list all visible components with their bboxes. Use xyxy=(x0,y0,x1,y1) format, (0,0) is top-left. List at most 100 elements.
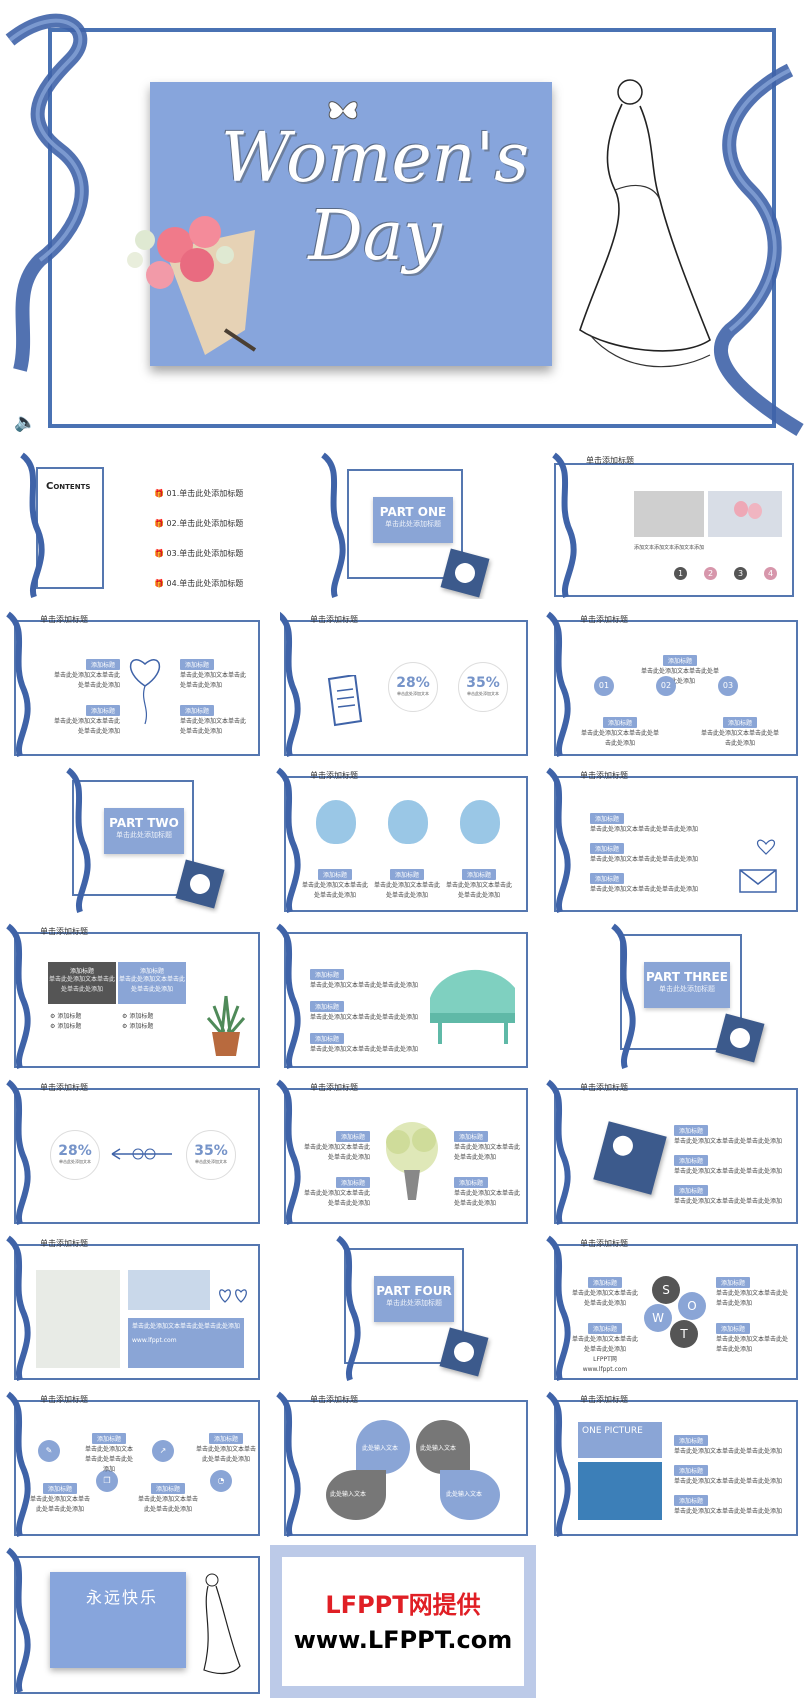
slide-icon-circles[interactable]: 单击添加标题 ✎ ❐ ↗ ◔ 添加标题单击此处添加文本单击此处单击此处添加 添加… xyxy=(0,1390,262,1538)
slide-title: 单击添加标题 xyxy=(310,771,358,780)
timeline-dot-1: 1 xyxy=(674,567,687,580)
swot-s: S xyxy=(652,1276,680,1304)
footer-line2[interactable]: www.LFPPT.com xyxy=(293,1626,513,1654)
text-block-right-1: 添加标题单击此处添加文本单击此处单击此处添加 xyxy=(454,1124,524,1163)
section-title-box: PART TWO 单击此处添加标题 xyxy=(104,808,184,854)
cover-title-line2: Day xyxy=(308,197,442,276)
slide-piano[interactable]: 添加标题单击此处添加文本单击此处单击此处添加 添加标题单击此处添加文本单击此处单… xyxy=(270,922,530,1070)
slide-part-four[interactable]: PART FOUR 单击此处添加标题 xyxy=(320,1234,500,1382)
text-block-left-2: 添加标题单击此处添加文本单击此处单击此处添加 xyxy=(300,1170,370,1209)
photo-lifeguard-tower xyxy=(36,1270,120,1368)
contents-item-3[interactable]: 🎁 03.单击此处添加标题 xyxy=(154,549,244,558)
section-subtitle: 单击此处添加标题 xyxy=(116,831,172,839)
footer-line1: LFPPT网提供 xyxy=(325,1591,481,1619)
slide-table-plant[interactable]: 单击添加标题 添加标题单击此处添加文本单击此处单击此处添加 添加标题单击此处添加… xyxy=(0,922,262,1070)
ribbon-decoration xyxy=(280,611,301,758)
slide-gift-text[interactable]: 单击添加标题 添加标题单击此处添加文本单击此处单击此处添加 添加标题单击此处添加… xyxy=(540,1078,800,1226)
list-item: ⚙ 添加标题 xyxy=(122,1013,154,1020)
arrow-hearts-icon xyxy=(111,1148,172,1160)
slide-part-one[interactable]: PART ONE 单击此处添加标题 xyxy=(285,451,525,599)
text-block-2: 添加标题单击此处添加文本单击此处单击此处添加 xyxy=(674,1148,782,1177)
gift-icon: 🎁 xyxy=(154,489,167,498)
tool-icon: ⚙ xyxy=(122,1023,128,1030)
contents-item-1[interactable]: 🎁 01.单击此处添加标题 xyxy=(154,489,244,498)
slide-balloon-text[interactable]: 单击添加标题 添加标题单击此处添加文本单击此处单击此处添加 添加标题单击此处添加… xyxy=(0,610,262,758)
gift-icon: 🎁 xyxy=(154,519,167,528)
section-title: PART FOUR xyxy=(376,1284,452,1298)
slide-title: 单击添加标题 xyxy=(310,1395,358,1404)
slide-hot-air-balloons[interactable]: 单击添加标题 添加标题单击此处添加文本单击此处单击此处添加 添加标题单击此处添加… xyxy=(270,766,530,914)
ribbon-decoration xyxy=(551,452,577,599)
slide-timeline-photos[interactable]: 单击添加标题 添加文本添加文本添加文本添加 1 2 3 4 xyxy=(546,451,796,599)
slide-title: 单击添加标题 xyxy=(580,1083,628,1092)
hot-air-balloon-image xyxy=(388,800,428,844)
text-block-2: 添加标题单击此处添加文本单击此处单击此处添加 xyxy=(372,862,442,901)
swot-w: W xyxy=(644,1304,672,1332)
potted-plant-image xyxy=(206,995,246,1056)
contents-heading: Contents xyxy=(46,481,91,492)
photo-balloons xyxy=(708,491,782,537)
gift-box-image xyxy=(715,1013,765,1063)
table-cell-blue: 添加标题单击此处添加文本单击此处单击此处添加 xyxy=(118,962,186,1004)
slide-one-picture[interactable]: 单击添加标题 ONE PICTURE 添加标题单击此处添加文本单击此处单击此处添… xyxy=(540,1390,800,1538)
envelope-heart-icon xyxy=(739,839,777,893)
share-icon: ↗ xyxy=(152,1440,174,1462)
slide-four-petals[interactable]: 单击添加标题 此处输入文本 此处输入文本 此处输入文本 此处输入文本 2 3 1… xyxy=(270,1390,530,1538)
speaker-icon[interactable]: 🔈 xyxy=(14,412,37,433)
slide-percent-circles[interactable]: 单击添加标题 28%单击此处添加文本 35%单击此处添加文本 xyxy=(280,610,530,758)
icon-list: ⚙ 添加标题 ⚙ 添加标题 xyxy=(50,1012,81,1032)
slide-title: 单击添加标题 xyxy=(580,771,628,780)
petal-number-4: 4 xyxy=(426,1506,436,1521)
ribbon-decoration xyxy=(335,1235,361,1382)
step-dot-03: 03 xyxy=(718,676,738,696)
slide-three-steps[interactable]: 单击添加标题 添加标题单击此处添加文本单击此处单击此处添加 01 02 03 添… xyxy=(540,610,800,758)
contents-list: 🎁 01.单击此处添加标题 🎁 02.单击此处添加标题 🎁 03.单击此处添加标… xyxy=(154,479,243,599)
text-block-2: 添加标题单击此处添加文本单击此处单击此处添加 xyxy=(590,836,698,865)
text-block-bottom-right: 添加标题单击此处添加文本单击此处单击此处添加 xyxy=(700,710,780,749)
slide-part-three[interactable]: PART THREE 单击此处添加标题 xyxy=(600,922,800,1070)
ribbon-decoration xyxy=(5,611,31,758)
gift-icon: 🎁 xyxy=(154,579,167,588)
one-picture-label: ONE PICTURE xyxy=(578,1422,662,1458)
gift-box-image xyxy=(175,859,225,909)
slide-title: 单击添加标题 xyxy=(310,615,358,624)
text-block-top: 添加标题单击此处添加文本单击此处单击此处添加 xyxy=(640,648,720,687)
text-block-right-2: 添加标题单击此处添加文本单击此处单击此处添加 xyxy=(454,1170,524,1209)
slide-arrow-percent[interactable]: 单击添加标题 28%单击此处添加文本 35%单击此处添加文本 xyxy=(0,1078,262,1226)
pie-icon: ◔ xyxy=(210,1470,232,1492)
text-block-right-1: 添加标题单击此处添加文本单击此处单击此处添加 xyxy=(716,1270,792,1309)
slide-swot[interactable]: 单击添加标题 添加标题单击此处添加文本单击此处单击此处添加 添加标题单击此处添加… xyxy=(540,1234,800,1382)
heart-balloon-icon xyxy=(129,659,161,725)
contents-item-4[interactable]: 🎁 04.单击此处添加标题 xyxy=(154,579,244,588)
petal-label-1: 此处输入文本 xyxy=(362,1445,399,1452)
list-item: ⚙ 添加标题 xyxy=(50,1023,82,1030)
slide-title: 单击添加标题 xyxy=(40,1239,88,1248)
slide-closing[interactable]: 永远快乐 xyxy=(0,1546,262,1698)
petal-label-4: 此处输入文本 xyxy=(446,1491,483,1498)
slide-title: 单击添加标题 xyxy=(580,1395,628,1404)
bouquet-image xyxy=(127,216,257,355)
slide-part-two[interactable]: PART TWO 单击此处添加标题 xyxy=(60,766,240,914)
petal-label-2: 此处输入文本 xyxy=(420,1445,457,1452)
slide-photos-caption[interactable]: 单击添加标题 单击此处添加文本单击此处单击此处添加 www.lfppt.com xyxy=(0,1234,262,1382)
section-title: PART THREE xyxy=(646,970,728,984)
pencil-icon: ✎ xyxy=(38,1440,60,1462)
photo-hands xyxy=(634,491,704,537)
swot-o: O xyxy=(678,1292,706,1320)
slide-contents[interactable]: Contents 🎁 01.单击此处添加标题 🎁 02.单击此处添加标题 🎁 0… xyxy=(14,451,264,599)
gift-box-image xyxy=(439,1327,489,1377)
footer-inner: LFPPT网提供 www.LFPPT.com xyxy=(282,1557,524,1686)
closing-text: 永远快乐 xyxy=(86,1588,159,1607)
text-block-3: 添加标题单击此处添加文本单击此处单击此处添加 xyxy=(310,1026,418,1055)
petal-3 xyxy=(326,1470,386,1520)
text-block-2: 添加标题单击此处添加文本单击此处单击此处添加 xyxy=(30,1476,90,1515)
text-block-1: 添加标题单击此处添加文本单击此处单击此处添加 xyxy=(300,862,370,901)
contents-item-2[interactable]: 🎁 02.单击此处添加标题 xyxy=(154,519,244,528)
slide-flowers-text[interactable]: 单击添加标题 添加标题单击此处添加文本单击此处单击此处添加 添加标题单击此处添加… xyxy=(270,1078,530,1226)
ribbon-right-decoration xyxy=(714,63,804,437)
text-block-right-2: 添加标题单击此处添加文本单击此处单击此处添加 xyxy=(180,698,250,737)
ribbon-decoration xyxy=(5,1391,31,1538)
slide-title: 单击添加标题 xyxy=(40,927,88,936)
slide-envelope[interactable]: 单击添加标题 添加标题单击此处添加文本单击此处单击此处添加 添加标题单击此处添加… xyxy=(540,766,800,914)
text-block-3: 添加标题单击此处添加文本单击此处单击此处添加 xyxy=(674,1178,782,1207)
